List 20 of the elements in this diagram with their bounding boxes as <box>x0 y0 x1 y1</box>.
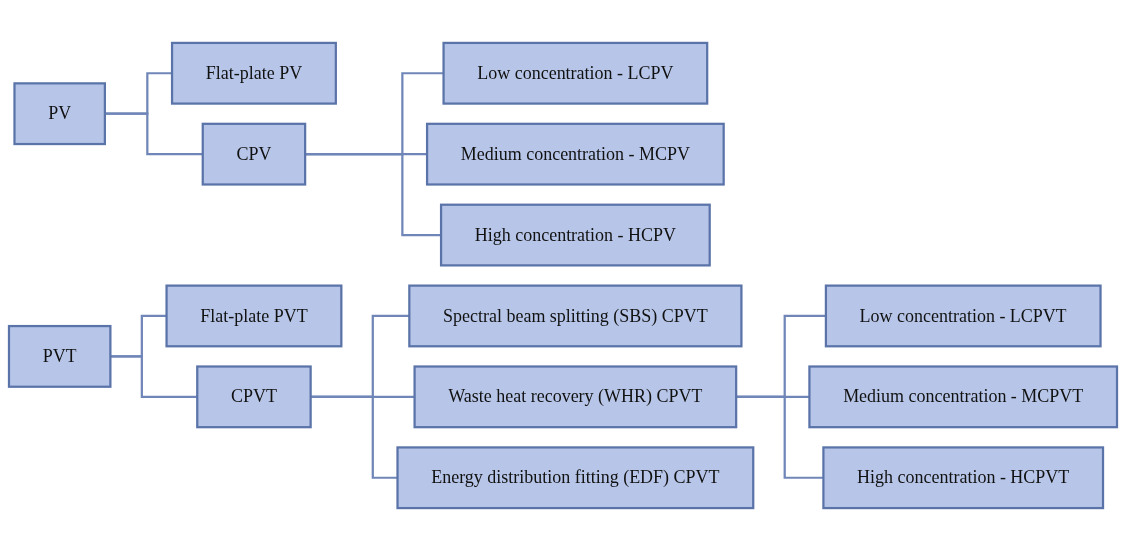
node-box: Medium concentration - MCPV <box>425 122 725 186</box>
node-box: Low concentration - LCPV <box>442 41 709 105</box>
node-box: Flat-plate PVT <box>165 284 343 348</box>
node-box: PV <box>13 82 106 146</box>
node-box: High concentration - HCPVT <box>822 446 1105 510</box>
connector <box>310 395 398 479</box>
node-box: Energy distribution fitting (EDF) CPVT <box>396 446 755 510</box>
connector <box>104 112 203 156</box>
connector <box>736 395 824 479</box>
node-box: Low concentration - LCPVT <box>824 284 1102 348</box>
node-box: PVT <box>7 324 112 388</box>
connector <box>110 355 198 398</box>
connector <box>305 153 442 237</box>
node-box: Waste heat recovery (WHR) CPVT <box>413 365 738 429</box>
node-box: Flat-plate PV <box>170 41 337 105</box>
node-box: CPVT <box>196 365 312 429</box>
node-box: Medium concentration - MCPVT <box>808 365 1119 429</box>
node-box: CPV <box>201 122 307 186</box>
node-box: Spectral beam splitting (SBS) CPVT <box>408 284 743 348</box>
node-box: High concentration - HCPV <box>439 203 711 267</box>
